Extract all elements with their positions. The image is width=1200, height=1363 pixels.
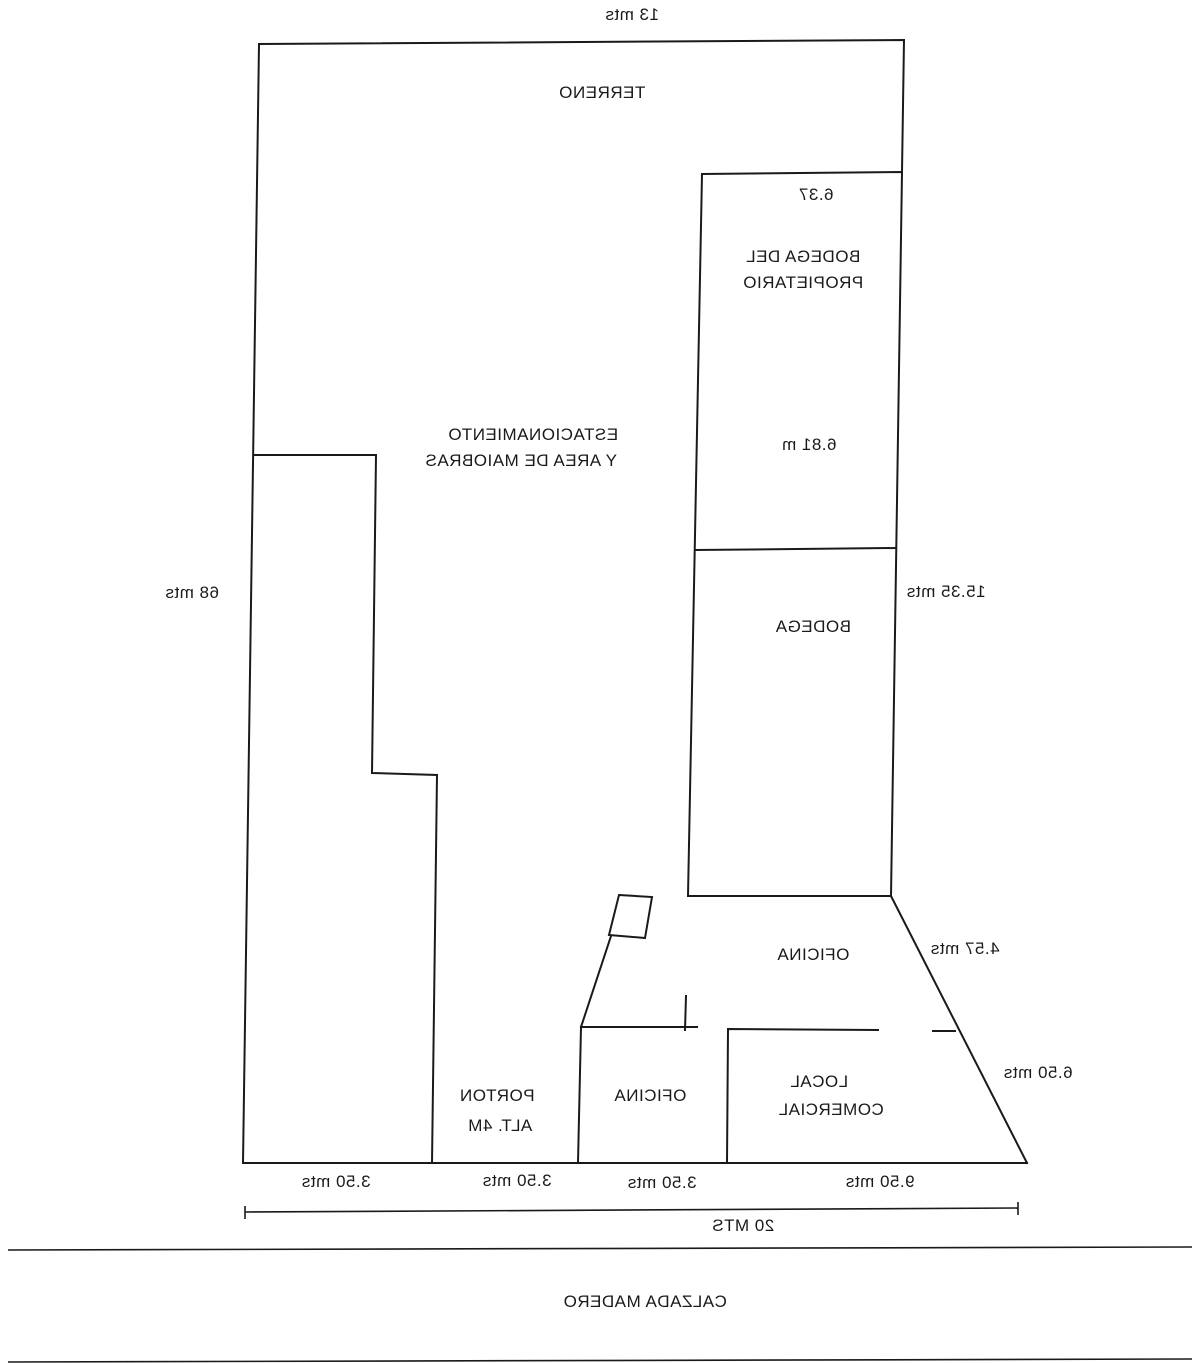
bottom-segment-4-label: 9.50 mts — [845, 1172, 914, 1191]
bodega-right-depth-label: 15.35 mts — [906, 582, 985, 601]
local-side-label: 6.50 mts — [1003, 1063, 1072, 1082]
porton-label-line1: PORTON — [459, 1086, 534, 1105]
bottom-segment-2-label: 3.50 mts — [482, 1171, 551, 1190]
local-comercial-label-line2: COMERCIAL — [778, 1100, 884, 1119]
terreno-label: TERRENO — [559, 83, 646, 102]
local-comercial-wall — [725, 1027, 880, 1165]
bodega-divider — [693, 546, 898, 552]
street-label: CALZADA MADERO — [563, 1292, 727, 1311]
bottom-segment-1-label: 3.50 mts — [301, 1172, 370, 1191]
total-front-label: 20 MTS — [712, 1216, 775, 1235]
street-line-bottom — [7, 1358, 1193, 1363]
diagonal-wall — [889, 894, 1029, 1165]
estacionamiento-label-line1: ESTACIONAMIENTO — [448, 425, 618, 444]
stair-diagonal — [579, 934, 613, 1029]
local-comercial-label-line1: LOCAL — [790, 1072, 848, 1091]
street-line-top — [7, 1246, 1193, 1251]
oficina-lower-label: OFICINA — [614, 1086, 687, 1105]
porton-label-line2: ALT. 4M — [468, 1116, 533, 1135]
oficina-upper-label: OFICINA — [777, 945, 850, 964]
bodega-label: BODEGA — [775, 617, 851, 636]
bodega-propietario-label-line1: BODEGA DEL — [746, 247, 861, 266]
bodega-propietario-depth-label: 6.81 m — [782, 435, 837, 454]
bodega-propietario-label-line2: PROPIETARIO — [743, 273, 863, 292]
left-depth-label: 68 mts — [165, 583, 219, 602]
door-post — [683, 994, 688, 1032]
lot-boundary — [241, 38, 906, 1165]
stair-box — [607, 893, 654, 940]
estacionamiento-label-line2: Y AREA DE MAIOBRAS — [425, 451, 617, 470]
total-dimension-line — [244, 1207, 1019, 1213]
oficina-side-label: 4.57 mts — [930, 939, 999, 958]
bottom-segment-3-label: 3.50 mts — [627, 1173, 696, 1192]
bodega-propietario-width-label: 6.37 — [798, 185, 833, 204]
left-strip-wall — [253, 454, 439, 1165]
top-width-label: 13 mts — [605, 5, 659, 24]
